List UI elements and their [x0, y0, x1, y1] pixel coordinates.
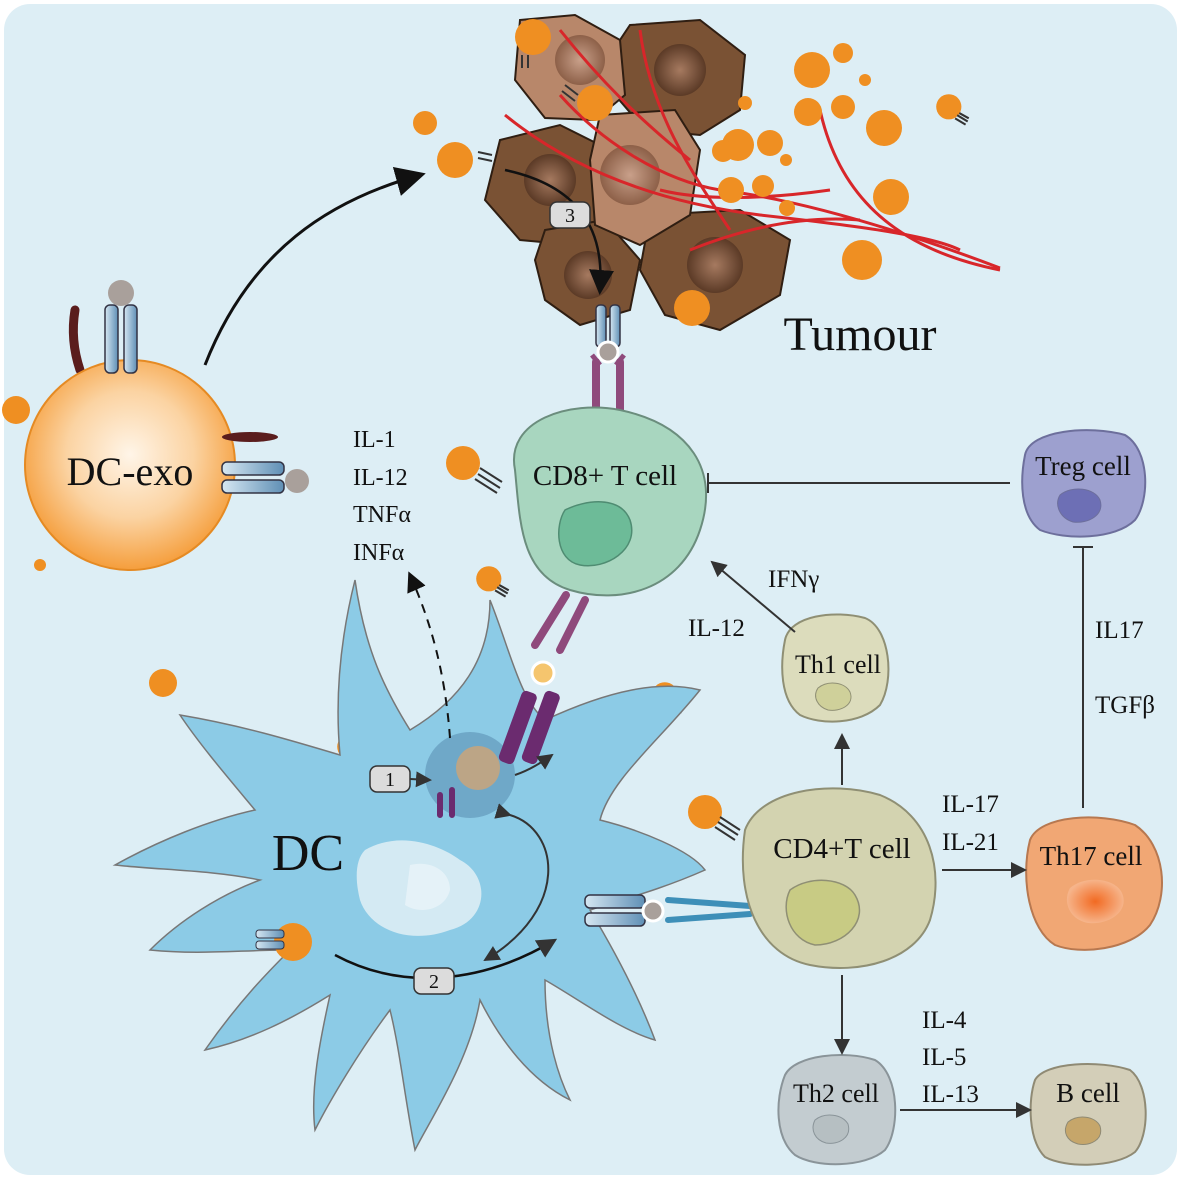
cd4-label: CD4+T cell [773, 833, 910, 865]
svg-text:IL-12: IL-12 [353, 465, 408, 491]
il12-label: IL-12 [688, 615, 745, 642]
endosome [425, 732, 515, 818]
dc-label: DC [272, 825, 344, 882]
th2-cell: Th2 cell [777, 1054, 897, 1166]
step2-badge: 2 [413, 967, 455, 995]
th17-cell: Th17 cell [1025, 816, 1163, 951]
treg-label: Treg cell [1035, 451, 1131, 481]
arrow-th1-to-cd8 [710, 560, 796, 633]
arrow-recycle [483, 803, 550, 962]
step3-badge: 3 [549, 201, 591, 229]
exosome-particles [2, 19, 909, 697]
cytokines-dc-list: IL-1 IL-12 TNFα INFα [353, 427, 411, 566]
dc-exo-cell: DC-exo [24, 280, 309, 571]
th1-cell: Th1 cell [781, 613, 890, 723]
svg-text:IL-21: IL-21 [942, 829, 999, 856]
svg-text:INFα: INFα [353, 540, 405, 566]
svg-text:3: 3 [565, 205, 575, 227]
cd8-label: CD8+ T cell [533, 460, 677, 492]
svg-text:IL-17: IL-17 [942, 791, 999, 818]
svg-text:TGFβ: TGFβ [1095, 692, 1155, 719]
dc-exo-label: DC-exo [67, 449, 194, 494]
inhibit-th17-treg [1073, 546, 1093, 808]
svg-text:TNFα: TNFα [353, 502, 411, 528]
th17-label: Th17 cell [1040, 841, 1143, 871]
ifng-label: IFNγ [768, 566, 819, 593]
treg-cell: Treg cell [1021, 429, 1147, 538]
svg-text:IL-13: IL-13 [922, 1081, 979, 1108]
mhc-receptor-right [221, 461, 309, 494]
arrow-endosome-out [514, 753, 554, 776]
cytokines-treg-list: IL17 TGFβ [1095, 617, 1155, 719]
b-cell: B cell [1029, 1063, 1147, 1166]
svg-text:IL-4: IL-4 [922, 1007, 967, 1034]
th2-label: Th2 cell [793, 1079, 879, 1108]
tcr-complex-cd8-tumour [590, 304, 626, 416]
bcell-label: B cell [1056, 1078, 1120, 1108]
arrow-cytokine-secretion [407, 571, 451, 739]
arrow-exo-to-tumour [203, 166, 426, 366]
exosome-bound-cd4 [688, 795, 741, 841]
cd8-t-cell: CD8+ T cell [512, 406, 708, 597]
cd4-t-cell: CD4+T cell [741, 787, 937, 969]
inhibit-treg-cd8 [707, 473, 1010, 493]
step1-badge: 1 [369, 765, 411, 793]
dendritic-cell: DC [112, 579, 707, 1153]
svg-text:IL-5: IL-5 [922, 1044, 966, 1071]
tumour-label: Tumour [784, 308, 937, 361]
arrow-step1 [409, 771, 432, 788]
svg-text:2: 2 [429, 971, 439, 993]
cytokines-th17-list: IL-17 IL-21 [942, 791, 999, 856]
svg-text:IL-1: IL-1 [353, 427, 396, 453]
cytokines-bcell-list: IL-4 IL-5 IL-13 [922, 1007, 979, 1108]
exosome-bound-dc [255, 923, 312, 961]
tumour-receptors [477, 55, 579, 162]
mhc-receptor-top [104, 280, 138, 374]
svg-text:1: 1 [385, 769, 395, 791]
exosome-bound-cd8 [446, 446, 503, 494]
tcr-complex-dc-cd4 [584, 894, 753, 927]
blood-vessels [504, 29, 1001, 272]
tcr-complex-dc-cd8 [498, 591, 589, 765]
th1-label: Th1 cell [795, 650, 881, 679]
svg-text:IL17: IL17 [1095, 617, 1144, 644]
